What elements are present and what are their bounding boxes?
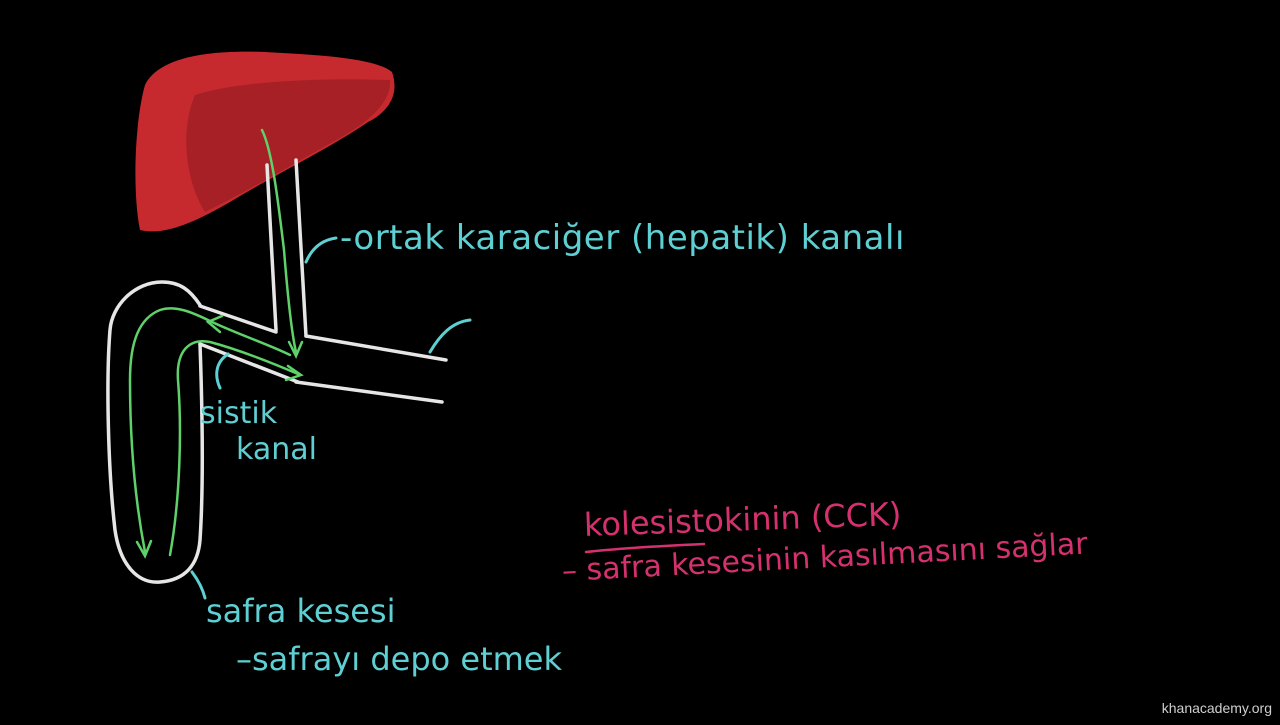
cystic-duct-label-line1: sistik (200, 396, 278, 431)
cystic-duct-label-line2: kanal (236, 432, 317, 467)
bile-flow-arrowhead-3 (205, 314, 224, 334)
hepatic-duct-label: -ortak karaciğer (hepatik) kanalı (340, 218, 905, 258)
gallbladder-outline (106, 280, 205, 584)
bile-duct-lower-wall (294, 380, 444, 404)
liver-shade (186, 79, 391, 212)
cystic-duct-upper-wall (198, 304, 278, 334)
cystic-duct-lower-wall (198, 342, 300, 384)
gallbladder-label-pointer (190, 570, 207, 600)
bile-duct-pointer (428, 318, 472, 354)
cystic-label-pointer (215, 352, 230, 390)
watermark: khanacademy.org (1161, 700, 1272, 716)
bile-flow-down-hepatic (260, 128, 298, 354)
gallbladder-function-label: –safrayı depo etmek (236, 640, 562, 678)
bile-duct-upper-wall (304, 334, 448, 362)
gallbladder-label: safra kesesi (206, 592, 396, 630)
bile-flow-arrowhead-2 (135, 539, 153, 559)
bile-flow-arrowhead-4 (284, 364, 304, 382)
hepatic-duct-left-wall (265, 163, 278, 332)
hepatic-label-pointer (304, 236, 338, 264)
bile-flow-from-gallbladder (168, 340, 300, 557)
bile-flow-arrowhead-1 (287, 340, 304, 359)
hepatic-duct-right-wall (294, 158, 308, 338)
cck-underline (584, 542, 706, 554)
bile-flow-to-gallbladder (128, 307, 292, 554)
